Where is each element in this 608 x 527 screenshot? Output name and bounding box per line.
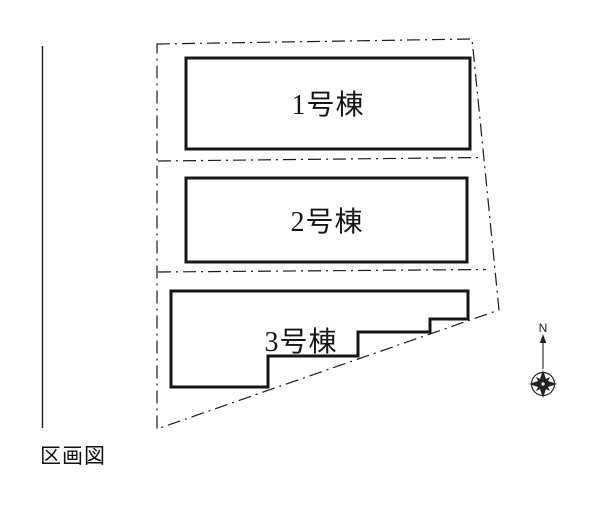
compass bbox=[529, 334, 557, 398]
building-3-label: 3号棟 bbox=[264, 327, 338, 358]
building-2-label: 2号棟 bbox=[290, 207, 364, 238]
building-1-outline bbox=[184, 56, 472, 151]
compass-hub-icon bbox=[540, 381, 546, 387]
building-3-outline bbox=[169, 289, 470, 389]
building-2-outline bbox=[184, 176, 469, 264]
compass-north-label: N bbox=[538, 321, 548, 335]
plan-caption: 区画図 bbox=[40, 444, 106, 468]
lot-boundary-outline bbox=[156, 38, 500, 430]
lot-divider-bottom bbox=[157, 268, 487, 273]
compass-arrow-head-icon bbox=[539, 334, 547, 343]
building-1-label: 1号棟 bbox=[291, 90, 365, 121]
lot-divider-top bbox=[157, 156, 482, 162]
